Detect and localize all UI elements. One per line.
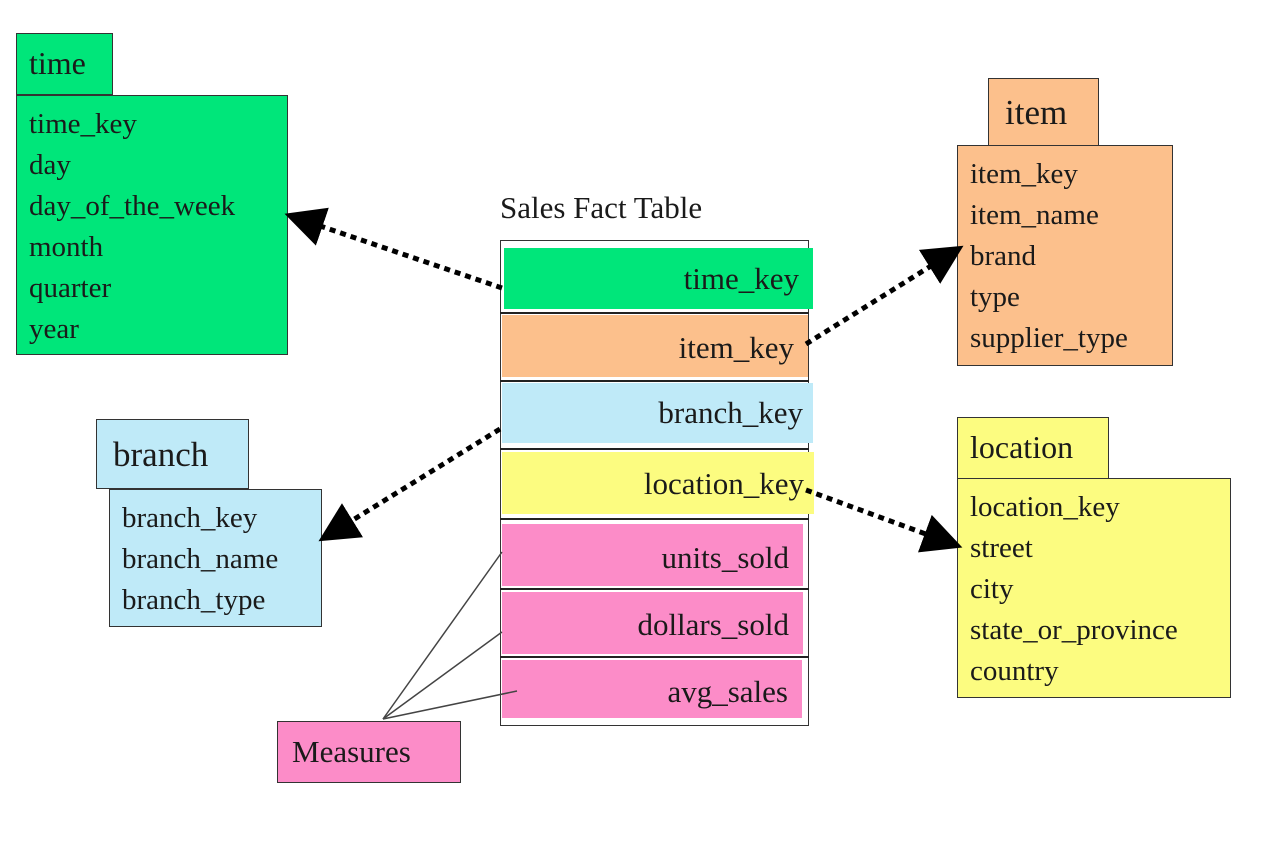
time-connector-arrow [284,207,503,291]
item-attr: type [970,281,1020,313]
fact-row-divider [500,588,809,590]
fact-row-divider [500,518,809,520]
fact-key-branch: branch_key [502,383,813,443]
branch-table-body: branch_key branch_name branch_type [109,489,322,627]
fact-measure-dollars-sold: dollars_sold [502,592,803,654]
fact-table-title: Sales Fact Table [500,190,703,225]
time-attr: quarter [29,272,112,304]
location-table-header: location [957,417,1109,479]
measures-pointer-line [382,690,518,720]
branch-attr: branch_key [122,502,258,534]
fact-row-divider [500,448,809,450]
fact-key-item: item_key [502,315,808,377]
fact-measure-avg-sales: avg_sales [502,660,802,718]
location-attr: country [970,655,1059,687]
item-connector-arrow [804,245,964,347]
time-attr: time_key [29,108,137,140]
measures-pointer-line [382,631,503,720]
fact-row-divider [500,380,809,382]
item-attr: brand [970,240,1037,272]
time-attr: day_of_the_week [29,190,236,222]
measures-pointer-line [382,551,503,720]
location-attr: state_or_province [970,614,1178,646]
item-attr: item_key [970,158,1078,190]
time-attr: year [29,313,79,345]
item-attr: supplier_type [970,322,1128,354]
branch-table-header: branch [96,419,249,489]
fact-key-location: location_key [502,452,814,514]
location-table-body: location_key street city state_or_provin… [957,478,1231,698]
fact-row-divider [500,656,809,658]
time-attr: day [29,149,71,181]
time-table-body: time_key day day_of_the_week month quart… [16,95,288,355]
time-attr: month [29,231,104,263]
item-table-header: item [988,78,1099,146]
location-attr: city [970,573,1014,605]
location-attr: street [970,532,1033,564]
item-table-body: item_key item_name brand type supplier_t… [957,145,1173,366]
branch-attr: branch_type [122,584,266,616]
location-connector-arrow [805,487,963,553]
time-table-header: time [16,33,113,95]
fact-measure-units-sold: units_sold [502,524,803,586]
measures-label: Measures [277,721,461,783]
fact-key-time: time_key [504,248,813,309]
location-attr: location_key [970,491,1120,523]
branch-connector-arrow [318,426,502,542]
branch-attr: branch_name [122,543,279,575]
fact-row-divider [500,312,809,314]
item-attr: item_name [970,199,1099,231]
